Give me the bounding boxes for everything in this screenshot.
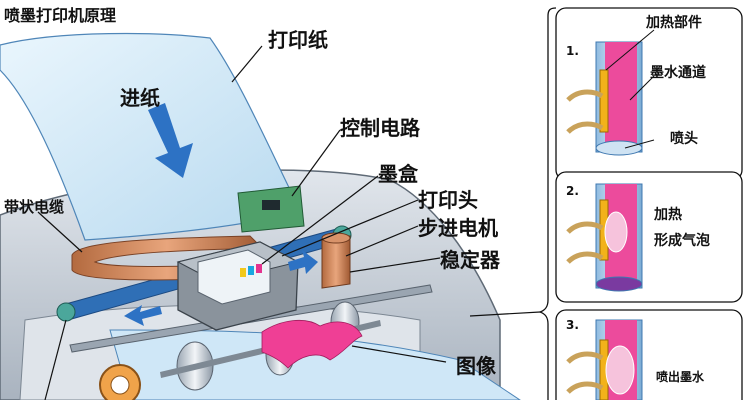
- step2-number: 2.: [566, 184, 579, 198]
- leader-belt: [44, 319, 67, 400]
- step2-bubble: [604, 211, 628, 253]
- printed-image: [261, 320, 363, 369]
- step1-leader-nozzle: [624, 139, 655, 149]
- leader-cartridge: [261, 175, 379, 265]
- leader-lines: [37, 45, 447, 400]
- cartridge-cyan: [248, 266, 254, 275]
- label-stabilizer: 稳定器: [440, 248, 500, 272]
- belt-pulley-left: [56, 302, 76, 322]
- label-stepper-motor: 步进电机: [418, 216, 498, 240]
- step3-wire-bottom: [566, 381, 604, 394]
- cartridge-yellow: [240, 268, 246, 277]
- bracket-pointer: [469, 311, 541, 317]
- stepper-motor: [321, 235, 351, 289]
- step3-number: 3.: [566, 318, 579, 332]
- circuit-chip: [262, 200, 280, 210]
- step1-leaders: [605, 29, 655, 149]
- carriage-arrow-right: [288, 250, 318, 274]
- feed-arrow: [148, 103, 193, 178]
- label-control-circuit: 控制电路: [340, 116, 420, 140]
- step2-panel: [555, 171, 743, 303]
- diagram-title: 喷墨打印机原理: [4, 6, 117, 25]
- step3-bubble: [605, 345, 635, 395]
- step1-wire-top: [566, 89, 604, 102]
- step2-wire-top: [566, 221, 604, 234]
- step1-leader-heater: [605, 29, 655, 71]
- inset-bracket: [537, 7, 557, 400]
- leader-control: [291, 129, 341, 197]
- feed-motor-hub: [110, 375, 130, 395]
- label-cartridge: 墨盒: [378, 162, 418, 186]
- step2-nozzle: [566, 183, 643, 292]
- step1-heater: [599, 69, 609, 133]
- label-image: 图像: [456, 354, 496, 378]
- step2-wire-bottom: [566, 251, 604, 264]
- step1-number: 1.: [566, 44, 579, 58]
- label-printhead: 打印头: [418, 188, 478, 212]
- step1-nozzle: [566, 41, 643, 156]
- leader-stepper: [345, 225, 419, 257]
- step1-label-channel: 墨水通道: [650, 65, 706, 81]
- step1-label-nozzle: 喷头: [670, 131, 698, 147]
- carriage-arrow-left: [124, 305, 162, 326]
- ink-cartridge: [197, 249, 271, 305]
- step2-label-heat: 加热: [654, 207, 682, 223]
- leader-printhead: [281, 199, 419, 257]
- stepper-motor-top: [321, 232, 351, 244]
- step3-nozzle: [566, 319, 643, 400]
- step3-label-eject: 喷出墨水: [656, 370, 705, 384]
- step1-label-heater: 加热部件: [646, 15, 702, 31]
- step1-leader-channel: [629, 75, 655, 101]
- leader-paper: [231, 45, 263, 83]
- leader-stabilizer: [349, 257, 441, 273]
- step1-ink-channel: [605, 42, 637, 146]
- step2-label-bubble: 形成气泡: [654, 233, 710, 249]
- label-ribbon-cable: 带状电缆: [4, 198, 65, 216]
- cartridge-magenta: [256, 264, 262, 273]
- leader-ribbon: [37, 211, 83, 253]
- leader-image: [351, 345, 447, 363]
- step2-nozzle-opening: [595, 276, 643, 292]
- step1-nozzle-opening: [595, 140, 643, 156]
- label-paper: 打印纸: [268, 28, 328, 52]
- step3-wire-top: [566, 351, 604, 364]
- step1-wire-bottom: [566, 121, 604, 134]
- label-feed: 进纸: [120, 86, 160, 110]
